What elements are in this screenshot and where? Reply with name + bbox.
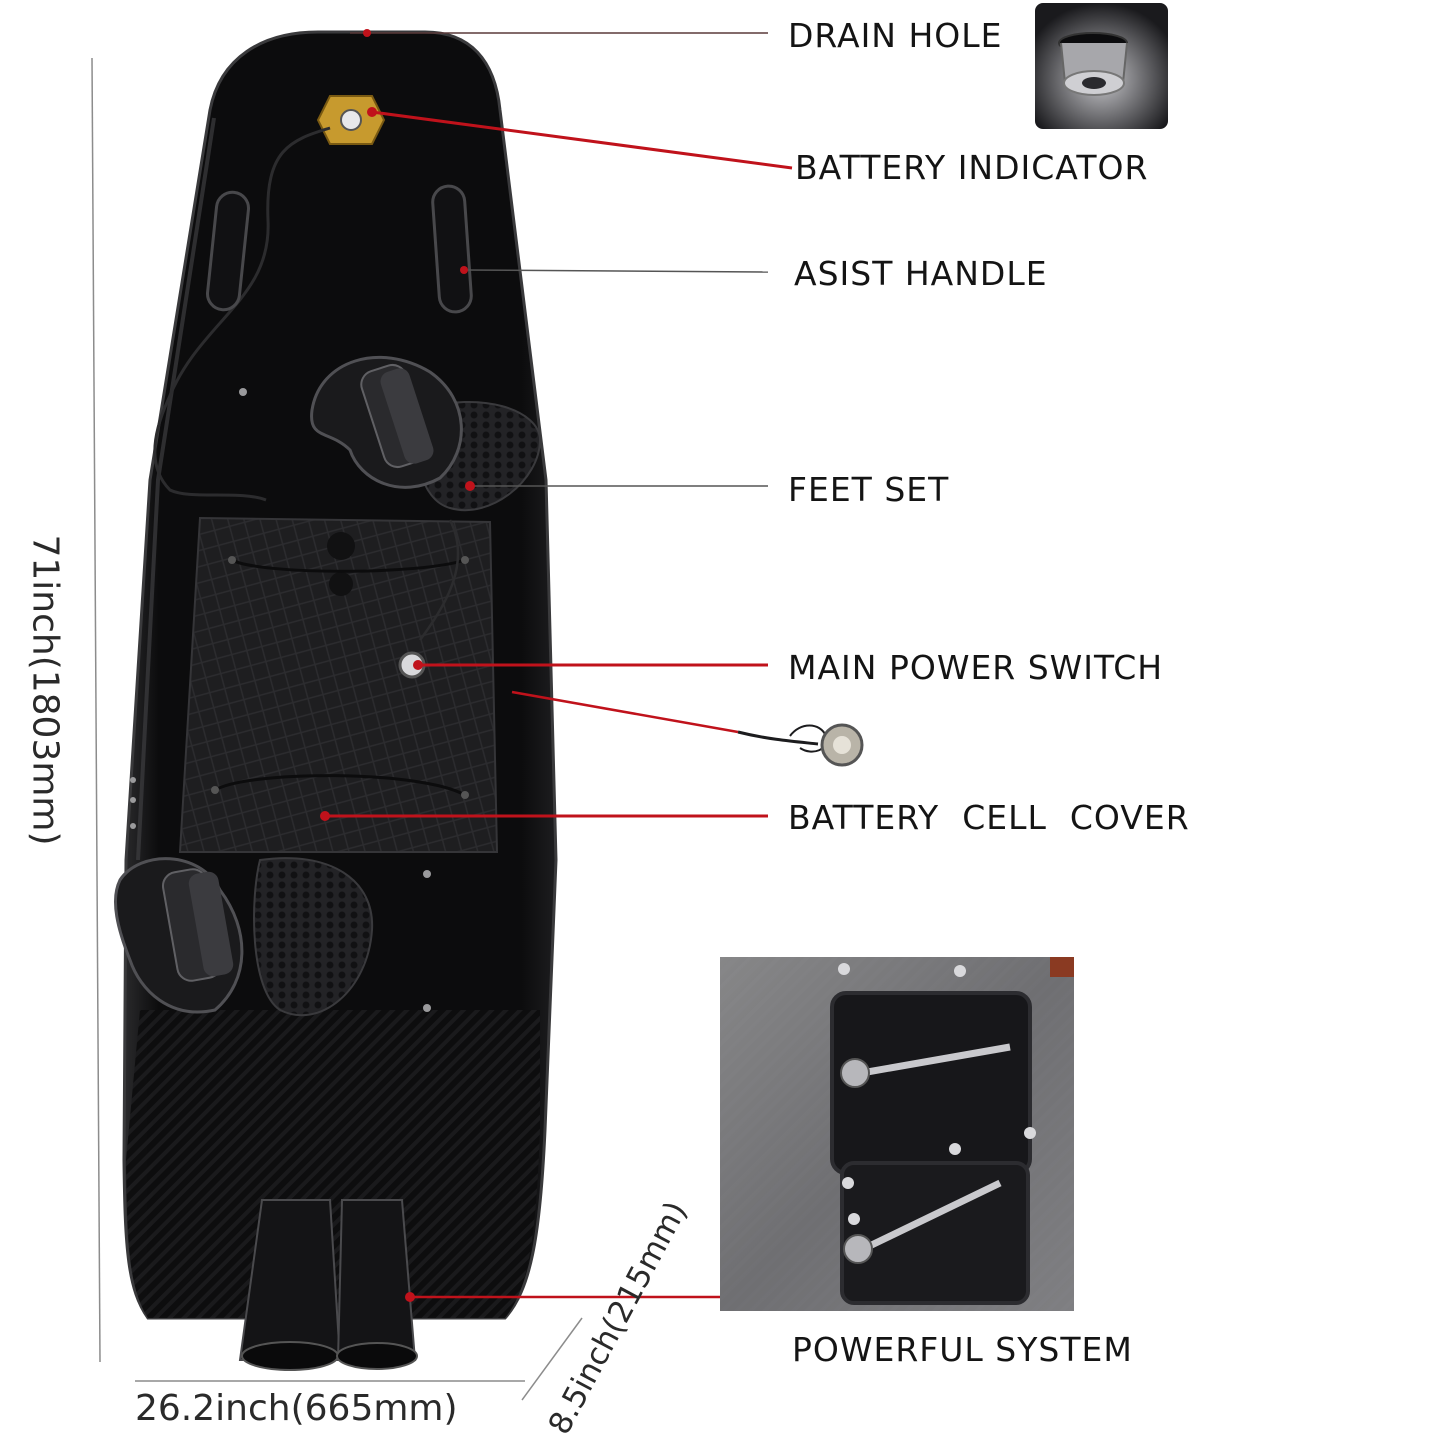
drain-hole-inset xyxy=(1035,3,1168,129)
assist-handle-label: ASIST HANDLE xyxy=(794,254,1048,293)
powerful-system-inset xyxy=(720,957,1074,1311)
thickness-guide-line xyxy=(521,1317,583,1401)
jet-nozzle-right xyxy=(336,1199,417,1361)
assist-handle-right xyxy=(431,184,473,314)
battery-indicator-leader xyxy=(371,110,793,170)
width-dimension-label: 26.2inch(665mm) xyxy=(135,1388,458,1429)
rear-foot-binding xyxy=(113,857,374,1017)
carbon-tail xyxy=(126,1010,540,1318)
assist-handle-leader xyxy=(463,269,769,273)
battery-indicator-label: BATTERY INDICATOR xyxy=(795,148,1149,187)
battery-cell-cover xyxy=(178,516,499,853)
assist-handle-left xyxy=(206,190,250,312)
length-dimension-label: 71inch(1803mm) xyxy=(24,534,66,846)
battery-cell-cover-label: BATTERY CELL COVER xyxy=(788,798,1190,837)
main-power-switch-label: MAIN POWER SWITCH xyxy=(788,648,1164,687)
feet-set-label: FEET SET xyxy=(788,470,950,509)
leash-leader xyxy=(511,690,739,734)
length-guide-line xyxy=(91,57,101,1363)
drain-hole-label: DRAIN HOLE xyxy=(788,16,1003,55)
front-foot-binding xyxy=(310,355,542,512)
powerful-system-label: POWERFUL SYSTEM xyxy=(792,1330,1133,1369)
